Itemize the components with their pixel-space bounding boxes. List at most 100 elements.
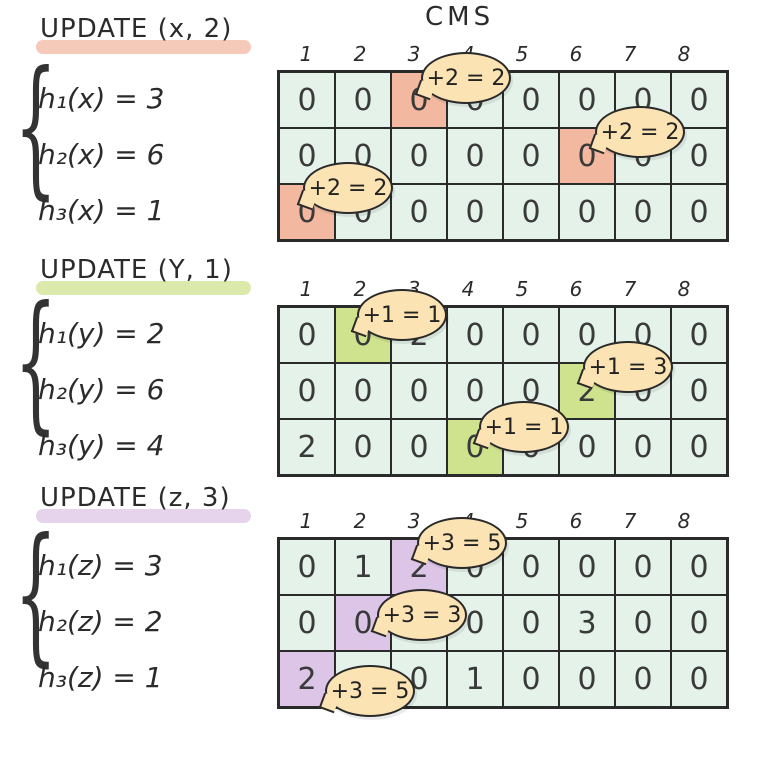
counter-cell: 0 <box>502 537 560 596</box>
increment-bubble: +2 = 2 <box>414 52 511 104</box>
column-number: 8 <box>677 509 691 533</box>
counter-cell: 0 <box>502 127 560 185</box>
bubble-text: +1 = 3 <box>588 354 668 380</box>
column-number: 6 <box>569 509 583 533</box>
table-row: 00000200 <box>277 362 729 420</box>
bubble-text: +2 = 2 <box>426 65 506 91</box>
cms-table: 002000000000020020000000 <box>277 305 729 477</box>
counter-cell: 2 <box>277 650 336 709</box>
bubble-text: +3 = 5 <box>422 530 502 556</box>
hash-equation: h₂(x) = 6 <box>38 138 165 171</box>
hash-equation: h₃(x) = 1 <box>38 194 165 227</box>
hash-equation: h₁(y) = 2 <box>38 317 165 350</box>
update-title-highlight <box>36 40 251 54</box>
counter-cell: 0 <box>334 70 392 129</box>
counter-cell: 0 <box>558 537 616 596</box>
brace: { <box>14 40 58 214</box>
brace: { <box>14 507 58 681</box>
counter-cell: 0 <box>446 127 504 185</box>
column-number: 1 <box>299 509 313 533</box>
counter-cell: 2 <box>277 418 336 477</box>
counter-cell: 0 <box>446 305 504 364</box>
column-number: 2 <box>353 509 367 533</box>
counter-cell: 0 <box>670 594 729 652</box>
counter-cell: 0 <box>334 418 392 477</box>
counter-cell: 0 <box>502 594 560 652</box>
column-number: 7 <box>623 42 637 66</box>
counter-cell: 0 <box>670 418 729 477</box>
counter-cell: 0 <box>277 70 336 129</box>
bubble-text: +1 = 1 <box>484 414 564 440</box>
counter-cell: 0 <box>614 418 672 477</box>
update-title-highlight <box>36 281 251 295</box>
bubble-text: +2 = 2 <box>308 175 388 201</box>
bubble-text: +3 = 3 <box>382 602 462 628</box>
increment-bubble: +3 = 5 <box>318 665 415 717</box>
column-number: 4 <box>461 277 475 301</box>
update-title-highlight <box>36 509 251 523</box>
update-title: UPDATE (z, 3) <box>40 483 231 513</box>
column-number: 7 <box>623 509 637 533</box>
column-number: 5 <box>515 42 529 66</box>
increment-bubble: +2 = 2 <box>296 162 393 214</box>
increment-bubble: +2 = 2 <box>588 106 685 158</box>
hash-equation: h₁(z) = 3 <box>38 549 163 582</box>
counter-cell: 0 <box>670 537 729 596</box>
cms-table: 000000000000000000000000 <box>277 70 729 242</box>
counter-cell: 0 <box>670 305 729 364</box>
counter-cell: 0 <box>446 594 504 652</box>
counter-cell: 0 <box>390 127 448 185</box>
column-number: 5 <box>515 277 529 301</box>
counter-cell: 0 <box>446 183 504 242</box>
counter-cell: 0 <box>614 537 672 596</box>
counter-cell: 0 <box>614 650 672 709</box>
column-number: 2 <box>353 277 367 301</box>
increment-bubble: +1 = 1 <box>472 401 569 453</box>
hash-equation: h₃(y) = 4 <box>38 429 165 462</box>
counter-cell: 0 <box>558 70 616 129</box>
column-number: 8 <box>677 277 691 301</box>
counter-cell: 0 <box>502 183 560 242</box>
increment-bubble: +3 = 3 <box>370 589 467 641</box>
increment-bubble: +1 = 3 <box>576 341 673 393</box>
bubble-text: +3 = 5 <box>330 678 410 704</box>
counter-cell: 1 <box>446 650 504 709</box>
column-number: 6 <box>569 42 583 66</box>
column-number: 3 <box>407 509 421 533</box>
increment-bubble: +1 = 1 <box>350 289 447 341</box>
hash-equation: h₂(z) = 2 <box>38 605 163 638</box>
column-number: 3 <box>407 42 421 66</box>
counter-cell: 3 <box>558 594 616 652</box>
counter-cell: 0 <box>277 305 336 364</box>
counter-cell: 0 <box>446 362 504 420</box>
increment-bubble: +3 = 5 <box>410 517 507 569</box>
update-title: UPDATE (Y, 1) <box>40 255 233 285</box>
bubble-text: +1 = 1 <box>362 302 442 328</box>
column-number: 7 <box>623 277 637 301</box>
counter-cell: 0 <box>558 650 616 709</box>
brace: { <box>14 275 58 449</box>
column-number: 1 <box>299 42 313 66</box>
update-title: UPDATE (x, 2) <box>40 14 233 44</box>
counter-cell: 0 <box>614 594 672 652</box>
counter-cell: 0 <box>502 650 560 709</box>
column-number: 8 <box>677 42 691 66</box>
column-numbers: 12345678 <box>279 42 711 66</box>
counter-cell: 0 <box>670 362 729 420</box>
counter-cell: 0 <box>502 305 560 364</box>
counter-cell: 0 <box>558 183 616 242</box>
bubble-text: +2 = 2 <box>600 119 680 145</box>
counter-cell: 0 <box>277 537 336 596</box>
hash-equation: h₁(x) = 3 <box>38 82 165 115</box>
column-number: 5 <box>515 509 529 533</box>
counter-cell: 0 <box>502 70 560 129</box>
counter-cell: 0 <box>558 305 616 364</box>
hash-equation: h₂(y) = 6 <box>38 373 165 406</box>
column-number: 1 <box>299 277 313 301</box>
counter-cell: 0 <box>670 183 729 242</box>
counter-cell: 0 <box>277 594 336 652</box>
counter-cell: 0 <box>390 418 448 477</box>
